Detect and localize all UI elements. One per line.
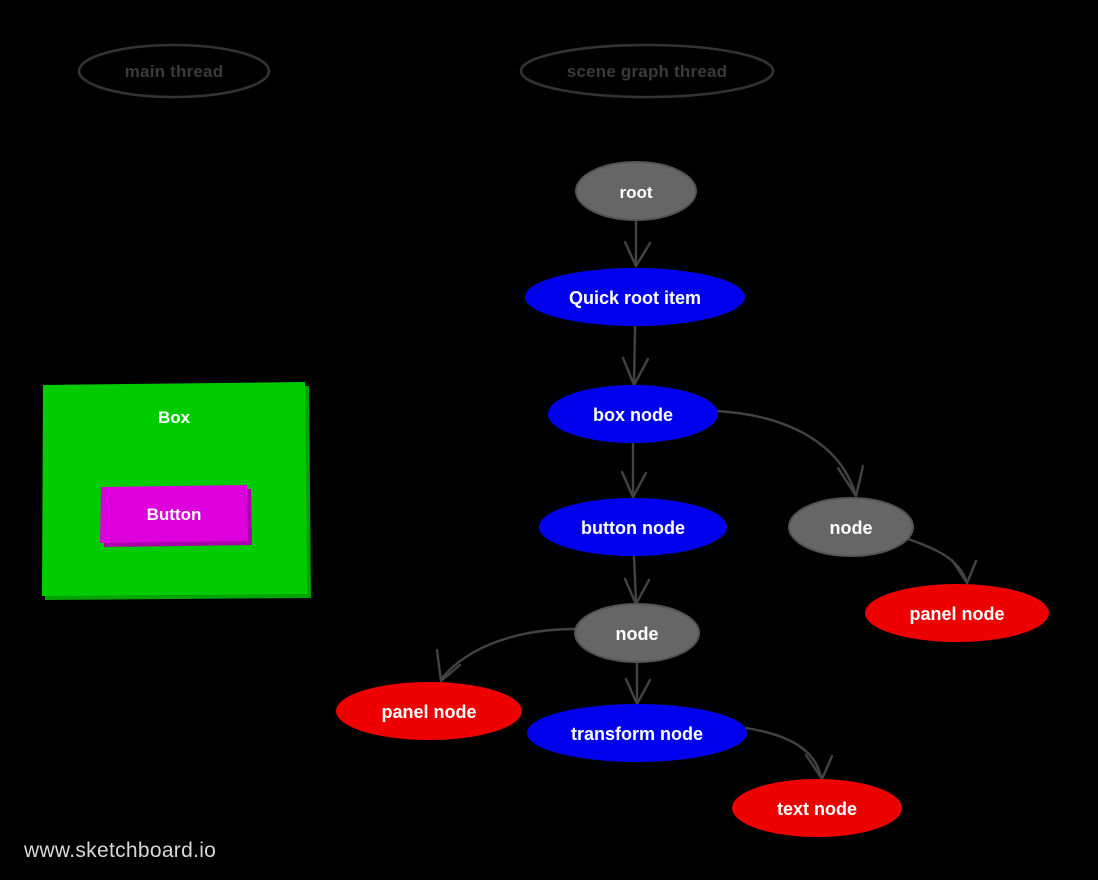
node-node-right-ellipse bbox=[788, 497, 914, 557]
edge-box-node-to-button-node bbox=[620, 442, 648, 499]
edge-node-right-to-panel-node-right-line bbox=[906, 537, 968, 582]
edge-button-node-to-node-center-line bbox=[632, 555, 638, 604]
edge-transform-node-to-text-node bbox=[744, 726, 834, 781]
node-box-node-label: box node bbox=[593, 405, 673, 425]
node-text-node-ellipse bbox=[732, 779, 902, 837]
lane-scene-graph-thread[interactable]: scene graph thread bbox=[519, 43, 775, 99]
node-node-right[interactable]: node bbox=[788, 497, 914, 557]
node-panel-node-right[interactable]: panel node bbox=[865, 584, 1049, 642]
lane-scene-graph-thread-label: scene graph thread bbox=[567, 62, 727, 81]
edge-node-right-to-panel-node-right bbox=[906, 537, 978, 585]
lane-main-thread-ellipse bbox=[77, 43, 271, 99]
node-quick-root-item-ellipse bbox=[525, 268, 745, 326]
node-panel-node-left[interactable]: panel node bbox=[336, 682, 522, 740]
edge-root-to-quick-root-item bbox=[623, 219, 652, 268]
node-panel-node-left-ellipse bbox=[336, 682, 522, 740]
node-quick-root-item[interactable]: Quick root item bbox=[525, 268, 745, 326]
edge-node-center-to-panel-node-left-arrowhead bbox=[435, 648, 462, 683]
edge-node-center-to-panel-node-left bbox=[435, 627, 577, 683]
node-node-right-label: node bbox=[830, 518, 873, 538]
node-panel-node-right-label: panel node bbox=[909, 604, 1004, 624]
edge-node-center-to-panel-node-left-line bbox=[440, 627, 577, 680]
node-layer: root Quick root item box node button nod… bbox=[336, 161, 1049, 837]
lane-scene-graph-thread-ellipse bbox=[519, 43, 775, 99]
node-node-center[interactable]: node bbox=[574, 603, 700, 663]
node-text-node-label: text node bbox=[777, 799, 857, 819]
node-button-node-label: button node bbox=[581, 518, 685, 538]
edge-transform-node-to-text-node-line bbox=[744, 726, 823, 779]
box-shape-label: Box bbox=[158, 408, 191, 427]
lane-main-thread[interactable]: main thread bbox=[77, 43, 271, 99]
node-box-node[interactable]: box node bbox=[548, 385, 718, 443]
node-button-node[interactable]: button node bbox=[539, 498, 727, 556]
node-transform-node-ellipse bbox=[527, 704, 747, 762]
node-root-ellipse bbox=[575, 161, 697, 221]
node-text-node[interactable]: text node bbox=[732, 779, 902, 837]
node-button-node-ellipse bbox=[539, 498, 727, 556]
edge-box-node-to-node-right-arrowhead bbox=[836, 464, 865, 498]
node-box-node-ellipse bbox=[548, 385, 718, 443]
edge-quick-root-item-to-box-node bbox=[621, 325, 650, 387]
edge-box-node-to-button-node-arrowhead bbox=[620, 470, 648, 499]
edge-box-node-to-node-right bbox=[714, 409, 865, 498]
edge-node-right-to-panel-node-right-arrowhead bbox=[950, 558, 978, 585]
lane-main-thread-label: main thread bbox=[125, 62, 224, 81]
edge-root-to-quick-root-item-arrowhead bbox=[623, 240, 652, 268]
node-panel-node-left-label: panel node bbox=[381, 702, 476, 722]
edge-box-node-to-node-right-line bbox=[714, 409, 857, 495]
button-shape-fill bbox=[100, 485, 248, 543]
node-root-label: root bbox=[619, 183, 652, 202]
edge-quick-root-item-to-box-node-line bbox=[632, 325, 637, 385]
node-node-center-label: node bbox=[616, 624, 659, 644]
node-transform-node-label: transform node bbox=[571, 724, 703, 744]
edge-transform-node-to-text-node-arrowhead bbox=[804, 753, 834, 781]
node-transform-node[interactable]: transform node bbox=[527, 704, 747, 762]
button-shape-label: Button bbox=[147, 505, 202, 524]
node-panel-node-right-ellipse bbox=[865, 584, 1049, 642]
node-node-center-ellipse bbox=[574, 603, 700, 663]
button-shape[interactable]: Button bbox=[100, 485, 252, 547]
edge-quick-root-item-to-box-node-arrowhead bbox=[621, 356, 650, 387]
watermark-label: www.sketchboard.io bbox=[23, 839, 216, 862]
node-quick-root-item-label: Quick root item bbox=[569, 288, 701, 308]
node-root[interactable]: root bbox=[575, 161, 697, 221]
